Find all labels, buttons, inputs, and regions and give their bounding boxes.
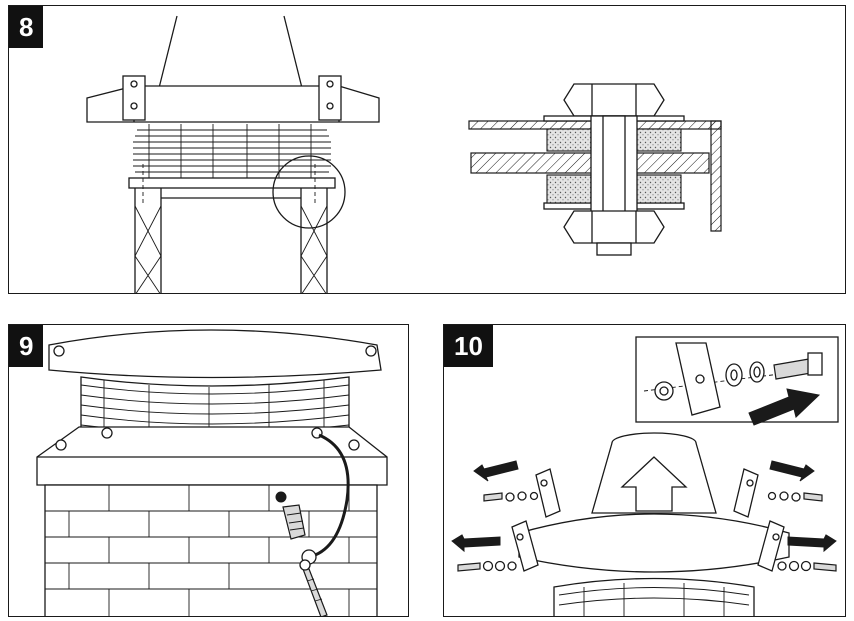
step-8-panel: 8 (8, 5, 846, 294)
bolt-section-detail (468, 83, 722, 256)
step-10-panel: 10 (443, 324, 846, 617)
step-8-number: 8 (9, 6, 44, 48)
detail-callout-circle (272, 155, 346, 229)
step-8-illustration (86, 15, 722, 293)
removal-arrows (451, 460, 837, 553)
fan-on-brick-curb (36, 329, 388, 616)
wall-anchor-and-screw (275, 491, 328, 616)
step-10-number: 10 (444, 325, 493, 367)
fan-outlet-with-arrow (518, 432, 790, 616)
step-9-number: 9 (9, 325, 44, 367)
roof-fan-assembly (86, 15, 380, 293)
exploded-fasteners (457, 491, 837, 572)
step-9-illustration (36, 329, 388, 616)
mounting-brackets (511, 468, 785, 572)
step-10-illustration (451, 336, 839, 616)
step-9-panel: 9 (8, 324, 409, 617)
inset-fastener-detail (635, 336, 839, 426)
